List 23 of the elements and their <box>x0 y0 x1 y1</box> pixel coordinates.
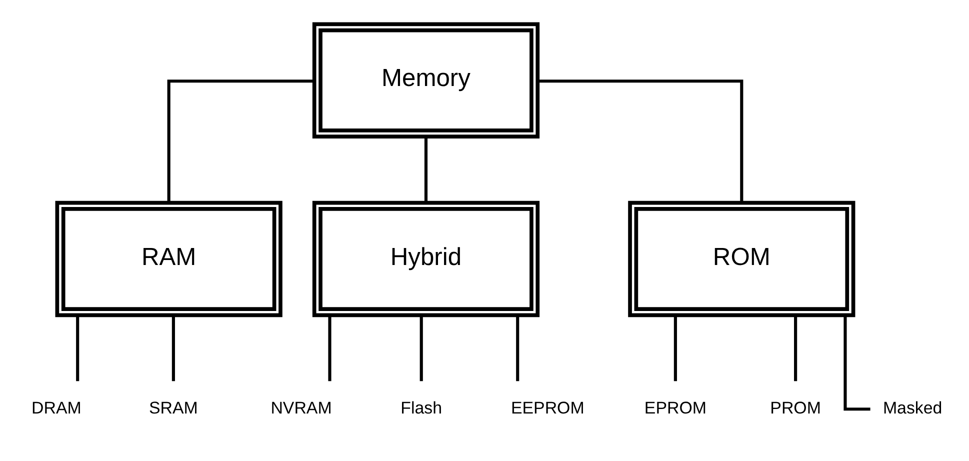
connector <box>538 80 744 203</box>
node-box: ROM <box>628 200 856 318</box>
connector <box>328 315 332 382</box>
node-text: DRAM <box>32 398 82 418</box>
connector <box>844 315 870 411</box>
node-box: Memory <box>312 22 540 138</box>
node-box: Hybrid <box>312 200 540 318</box>
connector <box>674 315 677 382</box>
connector <box>167 80 314 203</box>
node-text: PROM <box>770 398 821 418</box>
node-text: Flash <box>400 398 442 418</box>
connector <box>794 315 798 382</box>
node-text: EEPROM <box>510 398 584 418</box>
connector <box>420 315 423 382</box>
node-box: RAM <box>55 200 282 318</box>
node-text: EPROM <box>644 398 706 418</box>
node-text: SRAM <box>149 398 198 418</box>
connector <box>172 315 175 382</box>
connector <box>76 315 80 382</box>
connector <box>424 136 428 202</box>
node-text: NVRAM <box>270 398 332 418</box>
node-text: Masked <box>882 398 942 418</box>
connector <box>516 315 520 382</box>
